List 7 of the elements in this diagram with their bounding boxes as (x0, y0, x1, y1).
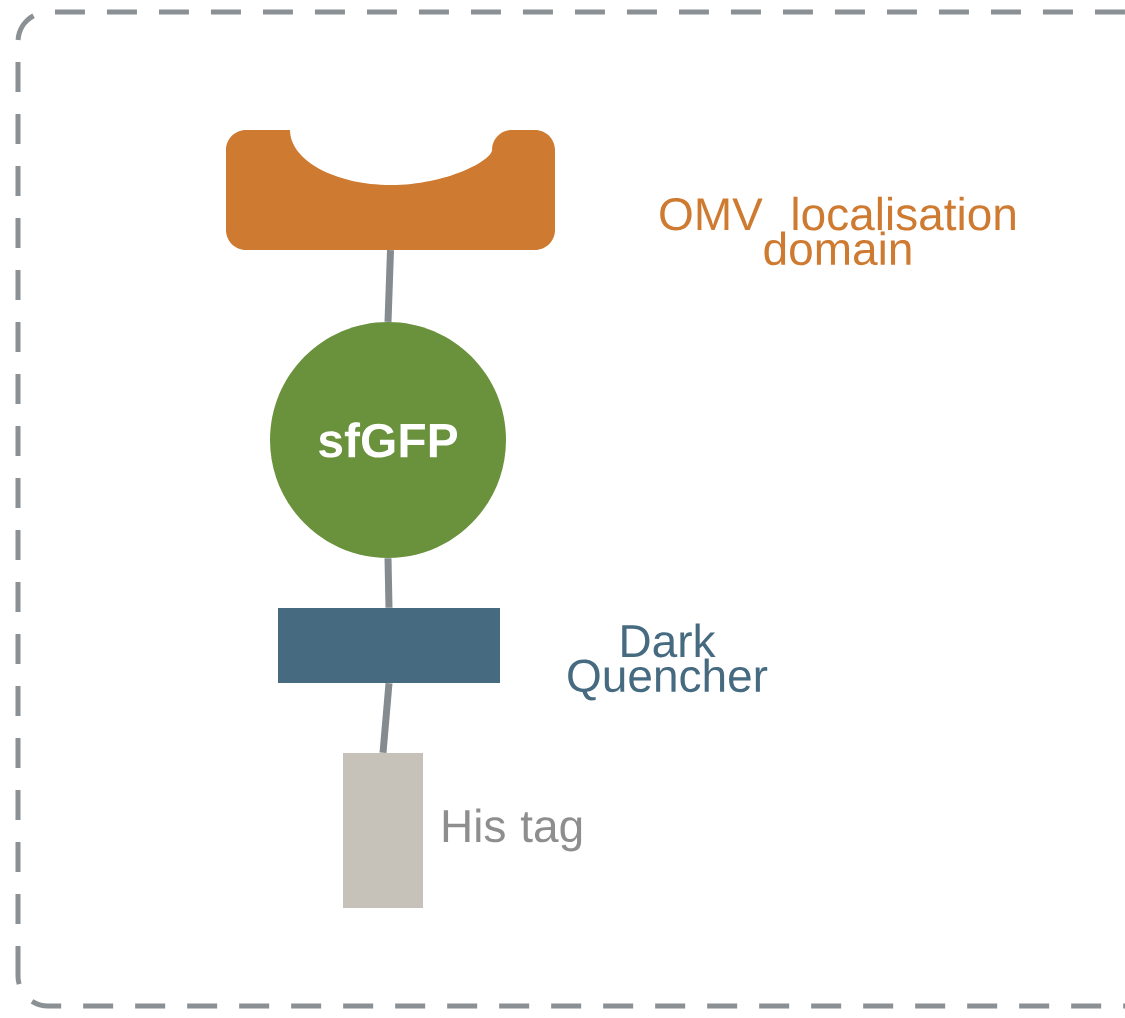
domain-label: His tag (443, 808, 582, 852)
domain-bar (278, 608, 500, 683)
linker-line (379, 682, 393, 754)
domain-label: Dark Quencher (568, 623, 768, 701)
domain-bar (343, 753, 423, 908)
domain-label: OMV localisation domain (660, 196, 1015, 266)
domain-shape (226, 130, 555, 250)
